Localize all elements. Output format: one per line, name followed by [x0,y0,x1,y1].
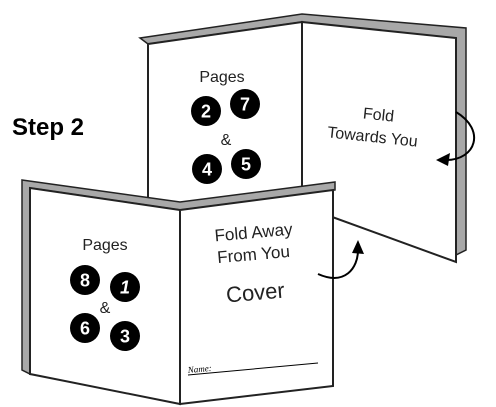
page-number: 8 [80,271,90,291]
front-left-page [30,188,180,404]
page-number: 4 [202,160,212,180]
ampersand: & [100,300,111,317]
page-number: 5 [241,155,251,175]
back-fold-text-line1: Fold [362,105,395,125]
front-booklet: Pages 8 1 & 6 3 Fold Away From You Cover… [22,180,364,404]
fold-away-arrowhead [352,240,364,254]
cover-label: Cover [225,278,286,308]
page-number: 6 [80,319,90,339]
page-number: 7 [240,95,250,115]
page-number: 1 [120,278,130,298]
ampersand: & [221,132,232,149]
page-number: 2 [201,102,211,122]
page-number: 3 [120,327,130,347]
back-pages-title: Pages [199,69,244,86]
back-left-page [148,22,302,206]
front-pages-title: Pages [82,237,127,254]
step-label: Step 2 [12,114,84,141]
